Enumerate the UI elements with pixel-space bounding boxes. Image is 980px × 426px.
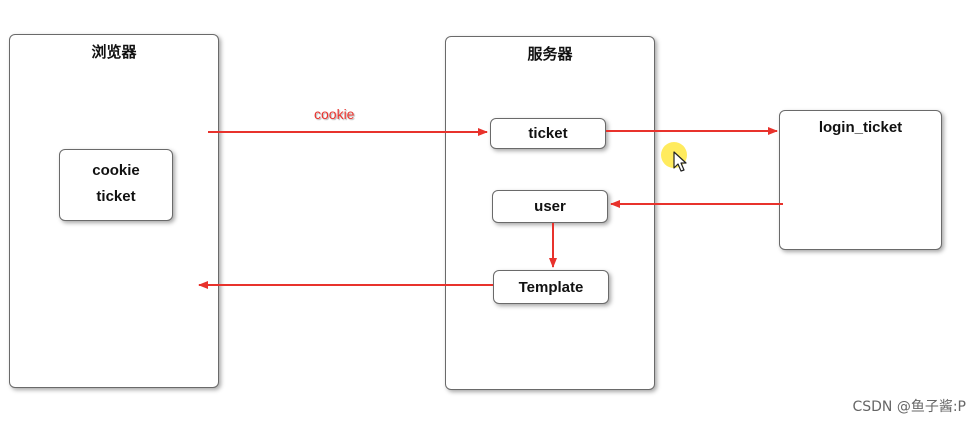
login-ticket-title: login_ticket — [818, 119, 903, 136]
login-ticket-panel: login_ticket — [779, 110, 942, 250]
user-node: user — [492, 190, 608, 223]
cookie-edge-label: cookie — [314, 106, 355, 122]
server-title: 服务器 — [527, 45, 573, 63]
ticket-node: ticket — [490, 118, 606, 149]
template-node: Template — [493, 270, 609, 304]
ticket-line: ticket — [96, 188, 136, 205]
watermark: CSDN @鱼子酱:P — [852, 399, 966, 415]
cookie-line: cookie — [92, 162, 140, 179]
browser-panel: 浏览器 cookie ticket — [9, 34, 219, 388]
mouse-pointer-icon — [673, 151, 687, 172]
cookie-ticket-box: cookie ticket — [59, 149, 173, 221]
browser-title: 浏览器 — [91, 43, 137, 61]
